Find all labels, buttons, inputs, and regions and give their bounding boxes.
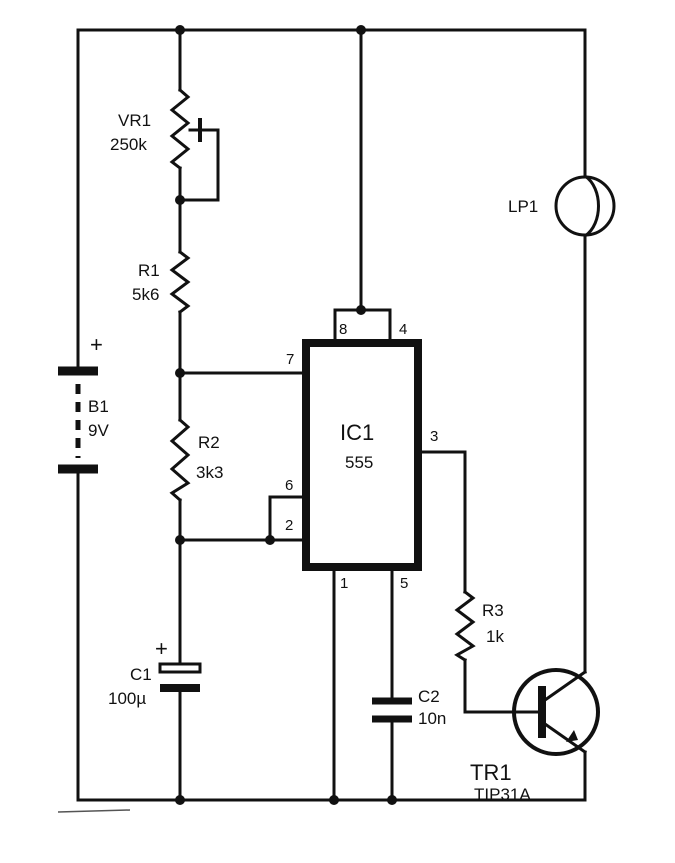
c1-ref-label: C1 [130,665,152,684]
c2-value-label: 10n [418,709,446,728]
c2-ref-label: C2 [418,687,440,706]
r3-zigzag [454,589,476,663]
r2-zigzag [169,417,191,503]
scan-mark [57,809,131,813]
ic-pin-7: 7 [286,351,294,368]
transistor-emitter [542,721,588,755]
emitter-arrow [566,730,578,742]
ic-pin-3: 3 [430,428,438,445]
vr1-wiper-link [178,128,220,202]
transistor-value-label: TIP31A [474,785,531,804]
ic-pin-5: 5 [400,575,408,592]
c1-polarity: + [155,636,168,661]
junction-dot [387,795,397,805]
transistor-ref-label: TR1 [470,760,512,785]
battery-b1: + B1 9V [58,332,109,474]
junction-dot [265,535,275,545]
ic-pin-4: 4 [399,321,407,338]
transistor-collector [542,669,588,703]
ic-body [302,339,422,571]
junction-dot [175,795,185,805]
r2-ref-label: R2 [198,433,220,452]
r1-ref-label: R1 [138,261,160,280]
r1-zigzag [169,249,191,315]
vr1-ref-label: VR1 [118,111,151,130]
lamp-ref-label: LP1 [508,197,538,216]
capacitor-c1: + C1 100µ [108,636,202,708]
junction-dot [356,305,366,315]
lamp-lp1: LP1 [508,173,616,239]
wires [76,28,587,802]
ic-pin-8: 8 [339,321,347,338]
ic-555: IC1 555 8 4 7 6 2 3 1 5 [285,321,438,592]
ic-pin-6: 6 [285,477,293,494]
junction-dot [329,795,339,805]
junction-dot [356,25,366,35]
ic-pin-1: 1 [340,575,348,592]
pin6-link [268,495,308,542]
junction-dot [175,25,185,35]
junction-dot [175,368,185,378]
capacitor-c2: C2 10n [372,687,446,728]
r3-ref-label: R3 [482,601,504,620]
c1-plate-top [158,662,202,674]
battery-ref-label: B1 [88,397,109,416]
lamp-filament [582,173,600,239]
battery-polarity: + [90,332,103,357]
transistor-tr1: TR1 TIP31A [470,668,600,804]
ic-pin-2: 2 [285,517,293,534]
r3-value-label: 1k [486,627,504,646]
transistor-body [512,668,600,756]
potentiometer-vr1: VR1 250k [110,87,202,171]
ic-ref-label: IC1 [340,420,374,445]
lamp-bulb [554,175,616,237]
pin3-wire [416,450,467,594]
r2-value-label: 3k3 [196,463,223,482]
resistor-r2: R2 3k3 [169,417,223,503]
r3-to-base-wire [463,658,540,714]
r1-value-label: 5k6 [132,285,159,304]
resistor-r3: R3 1k [454,589,504,663]
vr1-value-label: 250k [110,135,147,154]
battery-value-label: 9V [88,421,109,440]
vr1-zigzag [169,87,191,171]
c1-value-label: 100µ [108,689,146,708]
ic-type-label: 555 [345,453,373,472]
resistor-r1: R1 5k6 [132,249,191,315]
junction-dot [175,195,185,205]
junctions [175,25,397,805]
junction-dot [175,535,185,545]
